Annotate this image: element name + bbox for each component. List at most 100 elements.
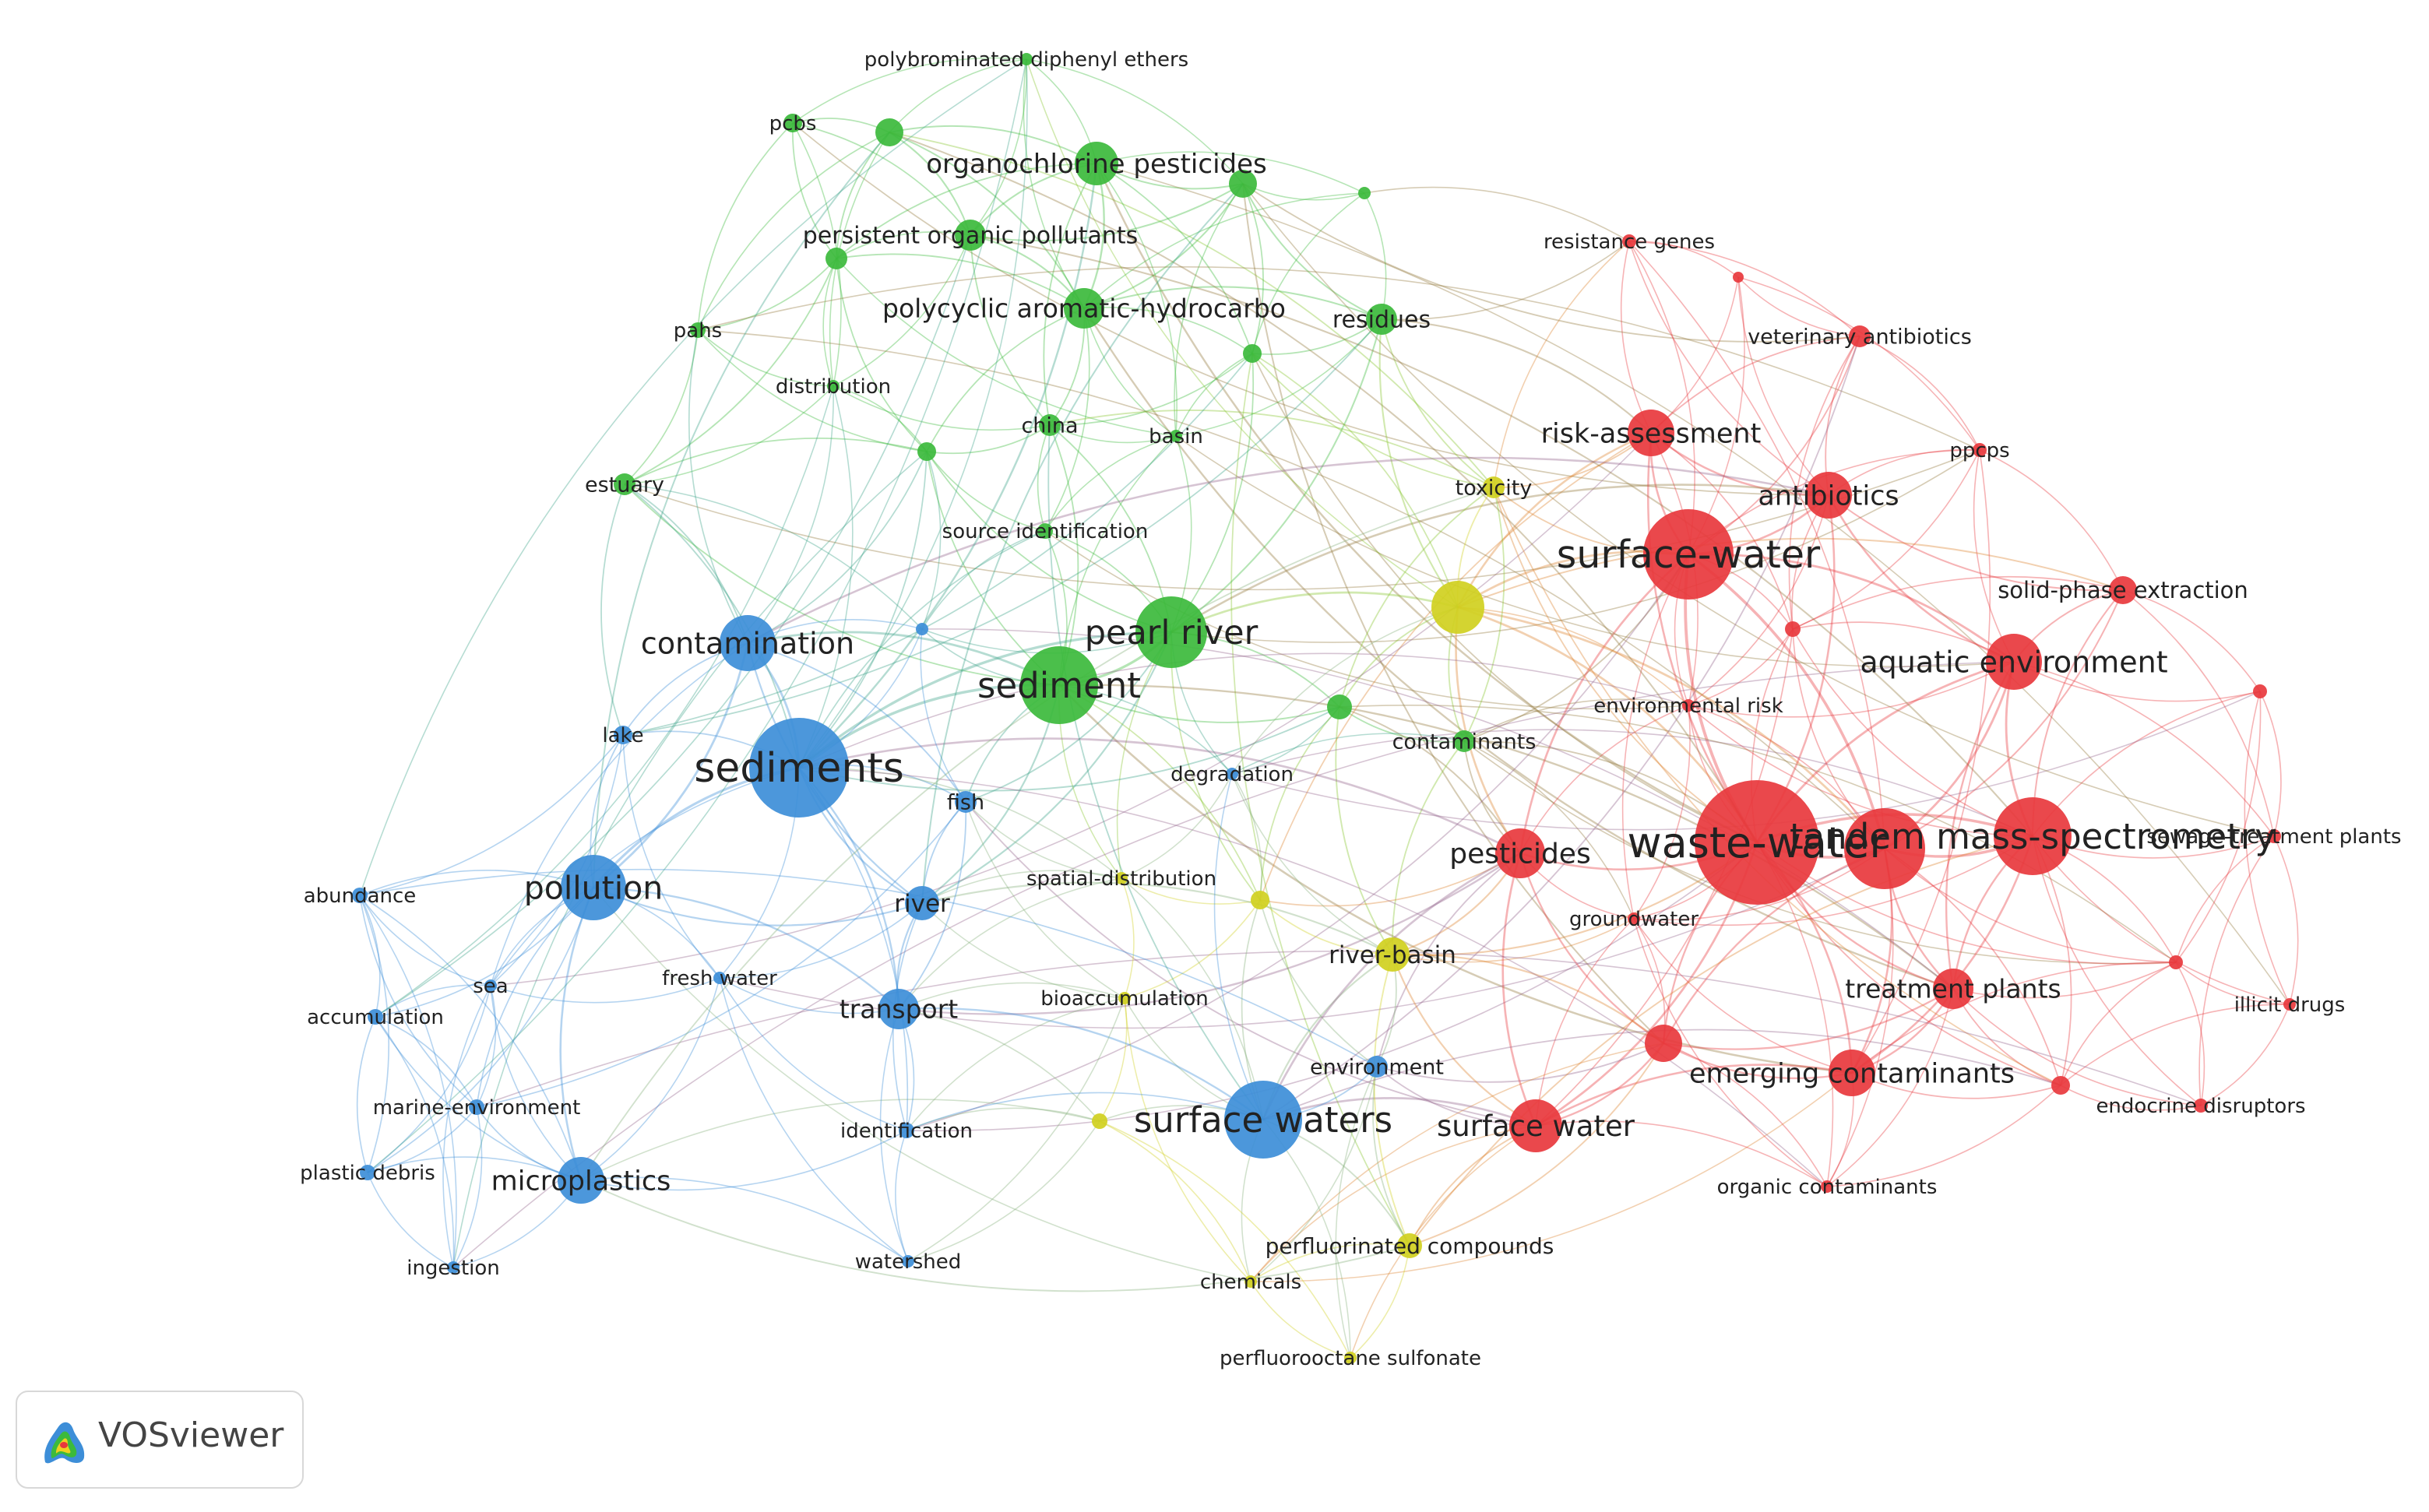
label-ingestion[interactable]: ingestion bbox=[407, 1257, 500, 1280]
node-perfluorooctane-sulfonate[interactable] bbox=[1344, 1352, 1357, 1364]
label-solid-phase-extraction[interactable]: solid-phase extraction bbox=[1998, 577, 2248, 603]
node-surface-water-2[interactable] bbox=[1509, 1099, 1562, 1152]
node-pesticides[interactable] bbox=[1495, 828, 1545, 878]
label-emerging-contaminants[interactable]: emerging contaminants bbox=[1689, 1058, 2015, 1089]
label-perfluorooctane-sulfonate[interactable]: perfluorooctane sulfonate bbox=[1220, 1347, 1481, 1370]
label-organochlorine-pesticides[interactable]: organochlorine pesticides bbox=[926, 149, 1266, 180]
node-n-yellow-b[interactable] bbox=[1251, 891, 1269, 909]
label-chemicals[interactable]: chemicals bbox=[1200, 1271, 1301, 1294]
node-tandem-mass-spectrometry[interactable] bbox=[1994, 797, 2072, 875]
node-river-basin[interactable] bbox=[1375, 937, 1410, 972]
node-n-green-e[interactable] bbox=[1243, 344, 1262, 363]
label-environmental-risk[interactable]: environmental risk bbox=[1593, 694, 1783, 718]
label-aquatic-environment[interactable]: aquatic environment bbox=[1860, 645, 2167, 679]
node-aquatic-environment[interactable] bbox=[1986, 634, 2042, 690]
node-sea[interactable] bbox=[484, 979, 497, 992]
node-sediment[interactable] bbox=[1020, 646, 1098, 724]
node-n-red-b[interactable] bbox=[1785, 621, 1801, 637]
label-residues[interactable]: residues bbox=[1332, 307, 1431, 334]
label-river[interactable]: river bbox=[894, 890, 950, 918]
label-persistent-organic-pollutants[interactable]: persistent organic pollutants bbox=[803, 223, 1139, 250]
node-n-green-f[interactable] bbox=[917, 442, 936, 461]
label-polybrominated-diphenyl-ethers[interactable]: polybrominated diphenyl ethers bbox=[864, 48, 1188, 72]
node-toxicity[interactable] bbox=[1483, 476, 1505, 498]
label-bioaccumulation[interactable]: bioaccumulation bbox=[1040, 987, 1208, 1011]
node-fish[interactable] bbox=[955, 791, 977, 813]
node-watershed[interactable] bbox=[902, 1255, 914, 1268]
node-environmental-risk[interactable] bbox=[1682, 699, 1695, 712]
node-bioaccumulation[interactable] bbox=[1118, 992, 1131, 1004]
node-groundwater[interactable] bbox=[1628, 912, 1640, 925]
node-persistent-organic-pollutants[interactable] bbox=[955, 220, 986, 251]
node-n-red-e[interactable] bbox=[2169, 955, 2183, 969]
node-risk-assessment[interactable] bbox=[1628, 410, 1674, 456]
node-n-yellow-a[interactable] bbox=[1431, 581, 1484, 634]
label-pahs[interactable]: pahs bbox=[674, 319, 722, 343]
label-surface-water[interactable]: surface-water bbox=[1557, 533, 1821, 577]
node-degradation[interactable] bbox=[1226, 768, 1238, 780]
label-sewage-treatment-plants[interactable]: sewage-treatment plants bbox=[2146, 825, 2401, 849]
label-treatment-plants[interactable]: treatment plants bbox=[1845, 974, 2061, 1004]
node-abundance[interactable] bbox=[352, 888, 368, 903]
label-basin[interactable]: basin bbox=[1149, 425, 1203, 448]
label-plastic-debris[interactable]: plastic debris bbox=[300, 1162, 435, 1185]
label-contaminants[interactable]: contaminants bbox=[1392, 730, 1537, 754]
label-sediment[interactable]: sediment bbox=[977, 665, 1141, 706]
label-marine-environment[interactable]: marine-environment bbox=[373, 1096, 581, 1120]
node-n-yellow-c[interactable] bbox=[1092, 1113, 1107, 1129]
node-identification[interactable] bbox=[899, 1123, 914, 1138]
node-residues[interactable] bbox=[1366, 304, 1397, 335]
node-sewage-treatment-plants[interactable] bbox=[2267, 829, 2281, 843]
node-china[interactable] bbox=[1039, 414, 1061, 436]
node-n-red-d[interactable] bbox=[1844, 808, 1925, 889]
label-source-identification[interactable]: source identification bbox=[942, 520, 1149, 543]
node-n-red-a[interactable] bbox=[1733, 272, 1744, 283]
node-n-green-g[interactable] bbox=[1327, 694, 1352, 719]
label-veterinary-antibiotics[interactable]: veterinary antibiotics bbox=[1748, 325, 1972, 349]
node-basin[interactable] bbox=[1170, 430, 1182, 442]
label-surface-water-2[interactable]: surface water bbox=[1437, 1109, 1635, 1143]
node-surface-waters[interactable] bbox=[1224, 1081, 1302, 1159]
label-pcbs[interactable]: pcbs bbox=[769, 112, 817, 135]
node-n-green-d[interactable] bbox=[826, 248, 847, 269]
node-n-red-g[interactable] bbox=[2051, 1076, 2070, 1095]
node-organochlorine-pesticides[interactable] bbox=[1075, 142, 1118, 185]
node-pcbs[interactable] bbox=[783, 114, 802, 132]
node-estuary[interactable] bbox=[614, 473, 635, 495]
node-polybrominated-diphenyl-ethers[interactable] bbox=[1020, 53, 1033, 65]
label-transport[interactable]: transport bbox=[840, 994, 959, 1025]
node-resistance-genes[interactable] bbox=[1622, 234, 1636, 248]
label-fresh-water[interactable]: fresh water bbox=[662, 967, 777, 990]
node-n-red-c[interactable] bbox=[2253, 684, 2267, 698]
label-abundance[interactable]: abundance bbox=[304, 884, 417, 908]
node-n-green-c[interactable] bbox=[1358, 187, 1371, 199]
label-endocrine-disruptors[interactable]: endocrine disruptors bbox=[2096, 1095, 2305, 1118]
node-contaminants[interactable] bbox=[1453, 730, 1475, 752]
node-n-blue-a[interactable] bbox=[916, 623, 928, 635]
node-emerging-contaminants[interactable] bbox=[1829, 1050, 1875, 1096]
label-sediments[interactable]: sediments bbox=[694, 745, 904, 792]
label-degradation[interactable]: degradation bbox=[1170, 763, 1294, 786]
label-polycyclic-aromatic-hydrocarbo[interactable]: polycyclic aromatic-hydrocarbo bbox=[882, 294, 1286, 324]
node-pearl-river[interactable] bbox=[1135, 596, 1207, 668]
node-surface-water[interactable] bbox=[1643, 509, 1734, 600]
label-pesticides[interactable]: pesticides bbox=[1449, 839, 1590, 870]
label-fish[interactable]: fish bbox=[947, 790, 984, 814]
label-environment[interactable]: environment bbox=[1310, 1055, 1444, 1079]
node-spatial-distribution[interactable] bbox=[1115, 872, 1128, 884]
label-microplastics[interactable]: microplastics bbox=[491, 1166, 671, 1197]
node-n-green-a[interactable] bbox=[875, 118, 903, 146]
label-perfluorinated-compounds[interactable]: perfluorinated compounds bbox=[1266, 1233, 1554, 1259]
node-lake[interactable] bbox=[614, 726, 632, 744]
label-surface-waters[interactable]: surface waters bbox=[1134, 1099, 1392, 1141]
label-waste-water[interactable]: waste-water bbox=[1627, 818, 1887, 867]
label-organic-contaminants[interactable]: organic contaminants bbox=[1717, 1176, 1938, 1199]
label-lake[interactable]: lake bbox=[602, 724, 643, 747]
node-perfluorinated-compounds[interactable] bbox=[1397, 1233, 1422, 1258]
label-pollution[interactable]: pollution bbox=[524, 869, 663, 906]
label-distribution[interactable]: distribution bbox=[776, 375, 891, 399]
label-sea[interactable]: sea bbox=[473, 975, 508, 998]
label-watershed[interactable]: watershed bbox=[855, 1250, 962, 1274]
label-resistance-genes[interactable]: resistance genes bbox=[1544, 230, 1715, 254]
label-groundwater[interactable]: groundwater bbox=[1569, 908, 1699, 931]
